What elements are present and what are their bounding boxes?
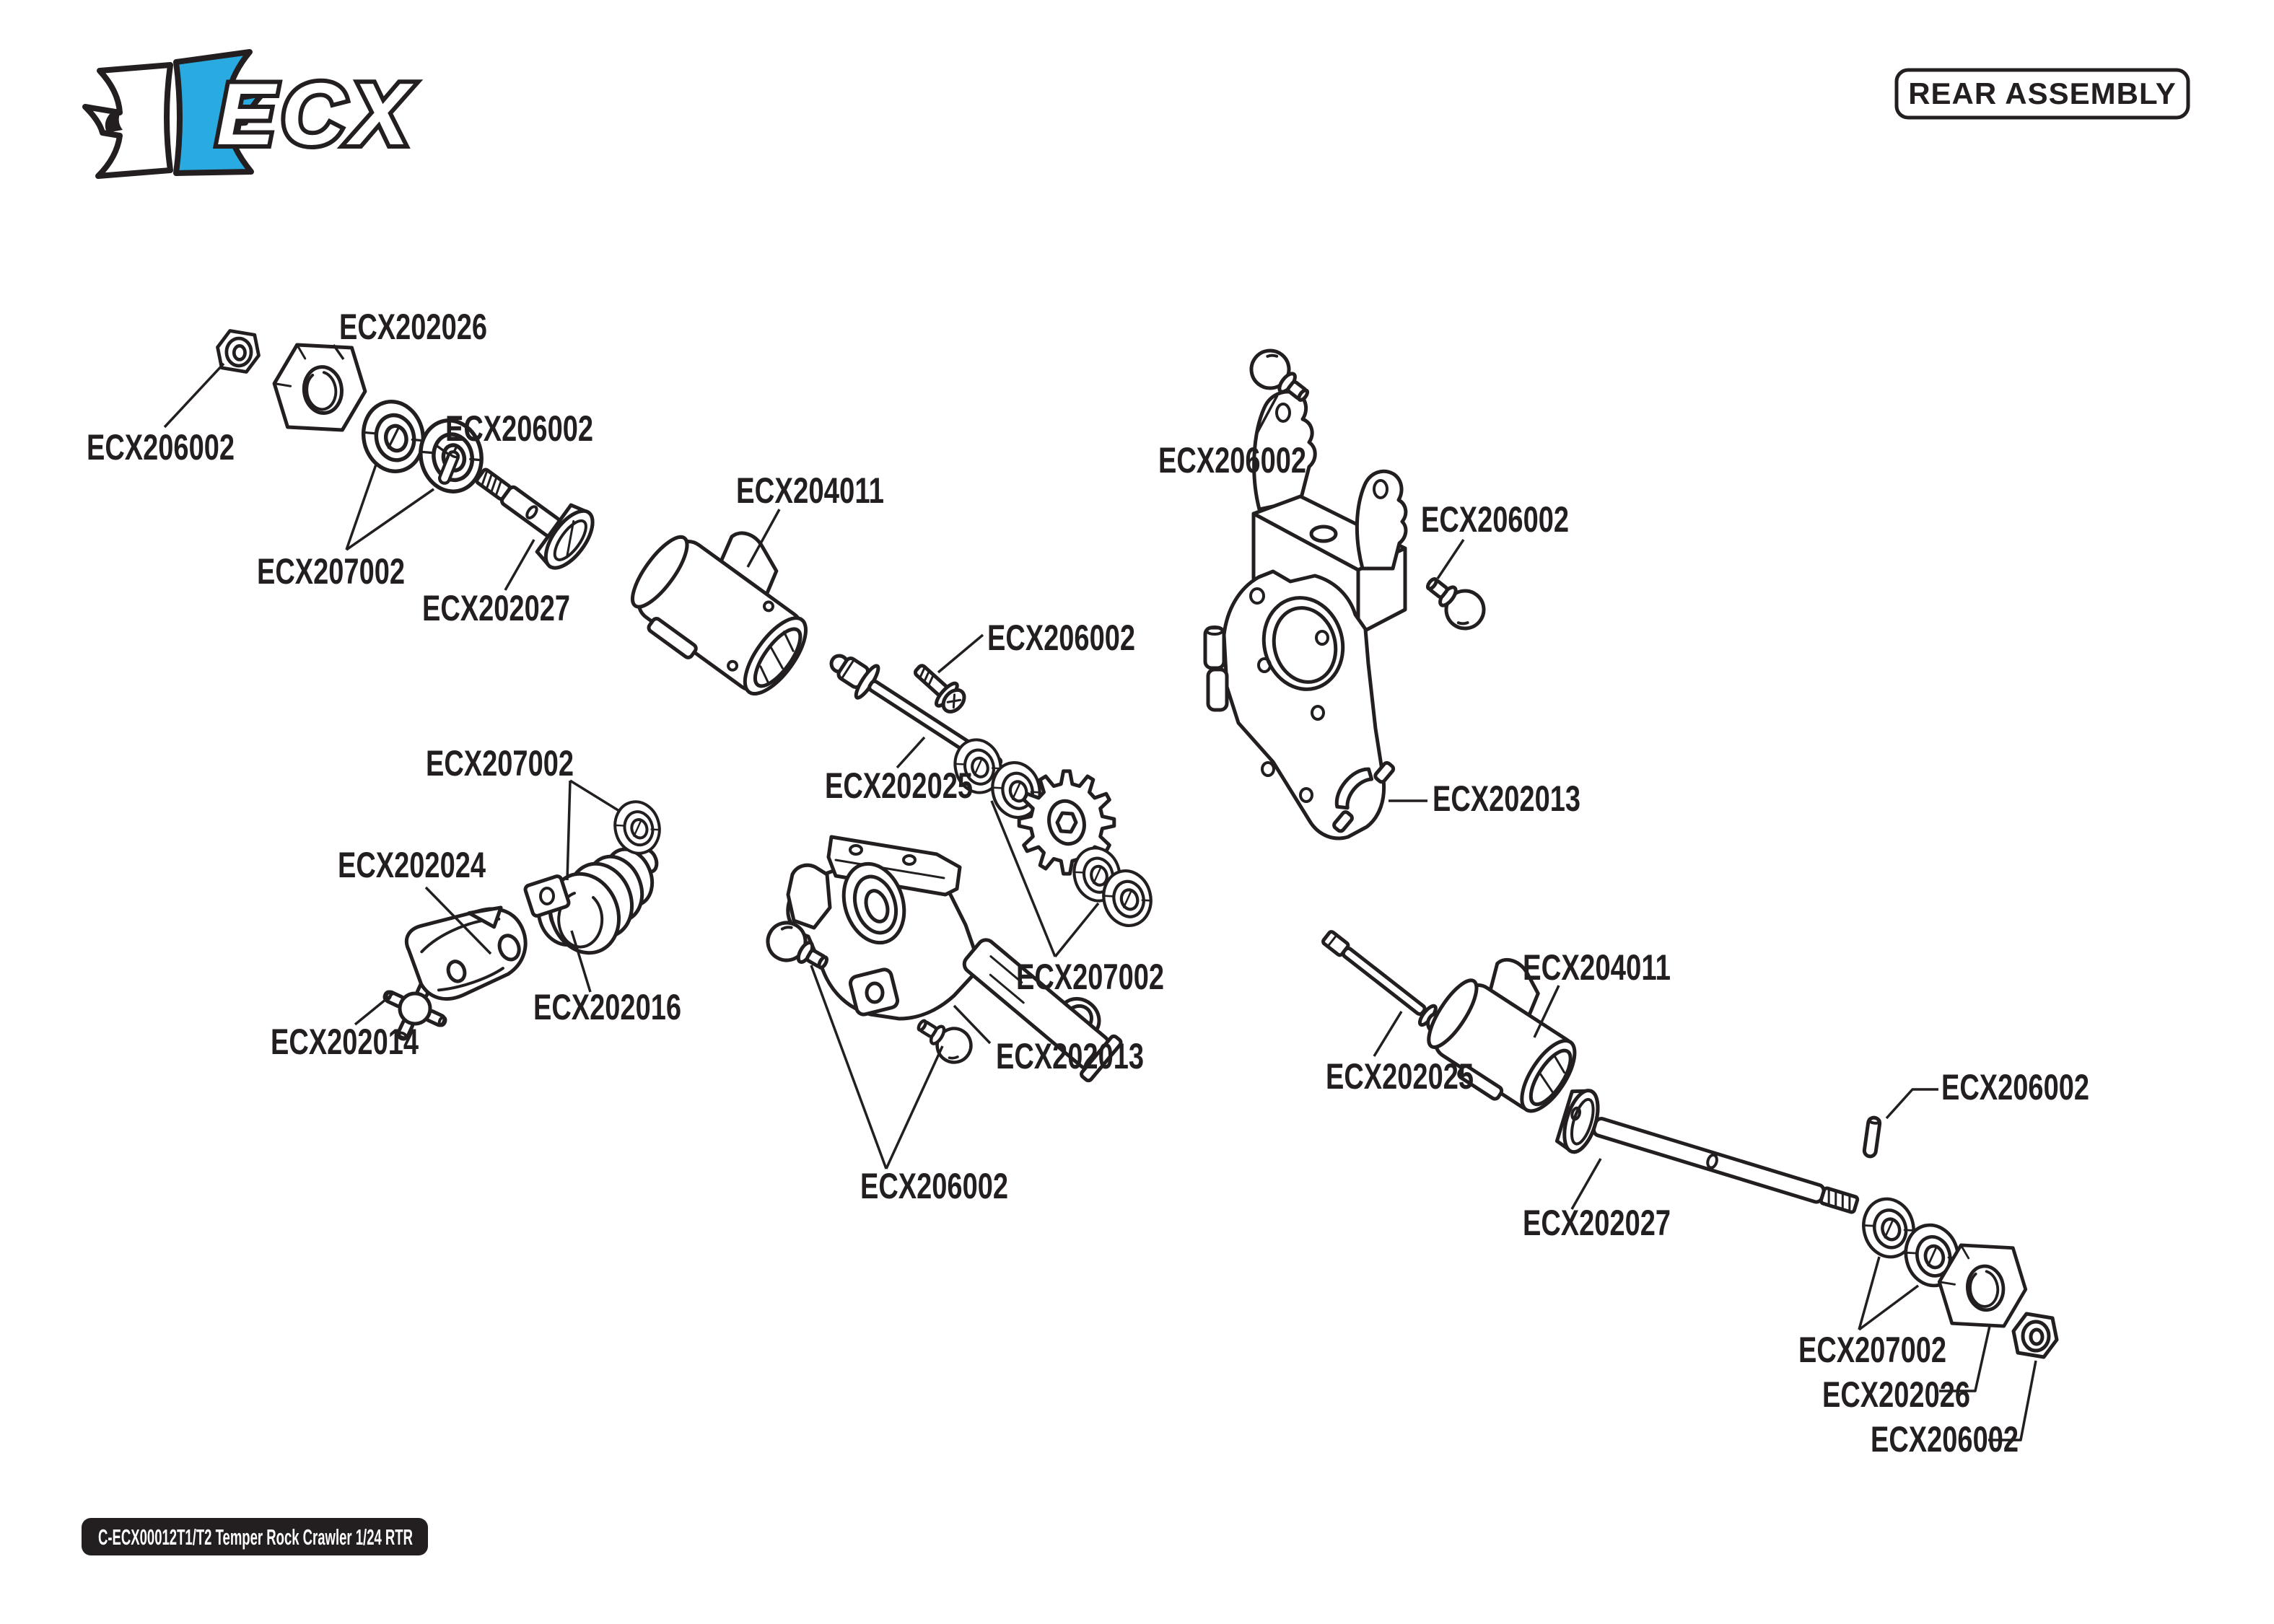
leader-line [345,464,377,550]
part-label-ECX202027-20: ECX202027 [1523,1203,1671,1243]
leader-line [1570,1158,1602,1210]
part-label-ECX202025-18: ECX202025 [1326,1056,1474,1097]
leader-line [346,488,434,551]
part-label-ECX202026-0: ECX202026 [339,307,487,347]
ecx-logo-emblem [82,49,266,179]
part-screw [913,664,966,714]
leader-line [810,965,888,1169]
part-label-ECX202013-12: ECX202013 [996,1036,1144,1076]
leader-line [937,633,984,674]
leader-line [1858,1284,1920,1331]
part-label-ECX202027-3: ECX202027 [422,588,570,628]
leader-line [332,343,345,361]
leader-line [1988,1360,2037,1441]
leader-line [990,800,1057,957]
part-label-ECX206002-6: ECX206002 [987,618,1135,658]
part-label-ECX206002-13: ECX206002 [860,1166,1008,1206]
leader-line [746,509,781,568]
part-label-ECX202016-16: ECX202016 [533,987,681,1027]
part-stub-axle-left [475,468,595,570]
ecx-logo-text: ECX [217,65,415,163]
footer-model-label: C-ECX00012T1/T2 Temper Rock Crawler 1/24… [98,1524,413,1550]
part-label-ECX207002-22: ECX207002 [1798,1330,1946,1370]
assembly-badge: REAR ASSEMBLY [1894,68,2190,120]
parts-artwork [218,331,2057,1358]
part-label-ECX206002-24: ECX206002 [1871,1419,2019,1460]
leader-line [896,736,926,769]
part-wheel-nut-left [218,331,259,372]
part-motor-housing-right [1427,958,1577,1113]
part-label-ECX206002-21: ECX206002 [1941,1067,2089,1107]
ecx-logo: ECX [82,49,415,179]
part-label-ECX202014-17: ECX202014 [271,1022,419,1062]
part-u-joint-coupler [404,905,528,1001]
leader-line [953,1004,992,1045]
leader-line [434,444,450,456]
part-gearbox-plate-right [1203,569,1396,840]
leader-line [354,991,395,1026]
part-label-ECX202024-15: ECX202024 [338,845,486,885]
leader-line [1054,902,1100,958]
leader-lines-layer [163,343,2037,1441]
part-ball-stud-right [1418,567,1491,636]
part-labels-layer: ECX202026ECX206002ECX207002ECX202027ECX2… [87,307,2089,1460]
leader-line [424,886,492,955]
part-gearbox-housing-center [761,835,1123,1083]
part-label-ECX204011-19: ECX204011 [1523,947,1671,988]
footer-model-badge: C-ECX00012T1/T2 Temper Rock Crawler 1/24… [82,1518,428,1555]
part-dowel-pin-right [1863,1117,1880,1157]
part-label-ECX206002-4: ECX206002 [445,408,593,449]
assembly-badge-label: REAR ASSEMBLY [1908,76,2177,110]
part-motor-housing-left [631,531,808,696]
part-stub-axle-right [1554,1089,1860,1214]
footer-model-box [82,1518,428,1555]
leader-line [1533,985,1560,1038]
leader-line [1885,1088,1938,1120]
part-wheel-hex-left [271,338,369,436]
part-label-ECX207002-2: ECX207002 [257,551,405,592]
leader-line [1939,1325,1991,1392]
part-wheel-nut-right [2013,1314,2057,1357]
leader-line [163,362,225,429]
leader-line [566,780,572,881]
leader-line [504,539,535,591]
part-label-ECX206002-9: ECX206002 [1421,499,1569,540]
part-label-ECX206002-8: ECX206002 [1158,440,1306,480]
part-label-ECX202025-7: ECX202025 [825,765,973,806]
part-label-ECX206002-1: ECX206002 [87,427,235,468]
part-bearing-left-1 [357,396,429,477]
leader-line [570,930,592,993]
leader-line [1858,1256,1881,1330]
leader-line [1256,395,1279,434]
leader-line [569,779,620,812]
leader-line [885,1045,944,1169]
part-label-ECX202026-23: ECX202026 [1822,1374,1970,1415]
leader-line [1436,539,1465,579]
part-label-ECX202013-10: ECX202013 [1433,778,1580,819]
part-label-ECX204011-5: ECX204011 [736,470,884,511]
part-label-ECX207002-11: ECX207002 [1016,957,1164,997]
assembly-badge-box [1894,68,2190,120]
part-label-ECX207002-14: ECX207002 [426,743,574,784]
part-slipper-drum [523,847,659,955]
leader-line [1373,1011,1403,1057]
